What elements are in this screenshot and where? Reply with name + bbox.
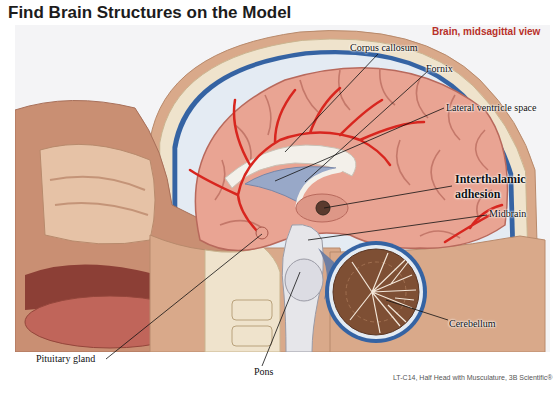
structure-label: Lateral ventricle space [446,102,537,113]
sphenoid-bone [205,246,280,352]
arbor-vitae [350,253,416,333]
cerebrum [195,68,507,251]
head-section [15,25,550,352]
credit-text: LT-C14, Half Head with Musculature, 3B S… [393,374,552,381]
leader-line [275,108,444,181]
page-title: Find Brain Structures on the Model [8,3,291,23]
structure-label: Corpus callosum [350,42,418,53]
structure-label: Cerebellum [449,318,496,329]
nasal-cavity [40,144,155,244]
leader-line [262,272,300,366]
leader-lines [106,54,487,366]
interthalamic-adhesion [316,201,330,215]
photo-background [15,25,550,352]
thalamus [296,194,348,222]
leader-line [305,71,428,182]
subtitle: Brain, midsagittal view [432,26,540,37]
structure-label: Pituitary gland [36,353,95,364]
nasal-conchae [50,177,148,215]
structure-label: Fornix [426,63,453,74]
leader-line [386,300,448,320]
cerebellum [333,249,419,335]
structure-label: Pons [254,366,273,377]
leader-line [106,234,262,359]
posterior-fossa [329,245,423,339]
structure-label: Midbrain [489,208,526,219]
leader-line [308,215,487,240]
tentorium [325,241,427,343]
brainstem [282,225,323,352]
leader-line [324,186,452,208]
vertebra [232,300,272,320]
vertebra [232,326,272,346]
neck-tissue [330,236,545,352]
structure-label: Interthalamic adhesion [455,172,543,202]
gyri-folds [215,68,492,238]
leader-line [285,54,378,152]
